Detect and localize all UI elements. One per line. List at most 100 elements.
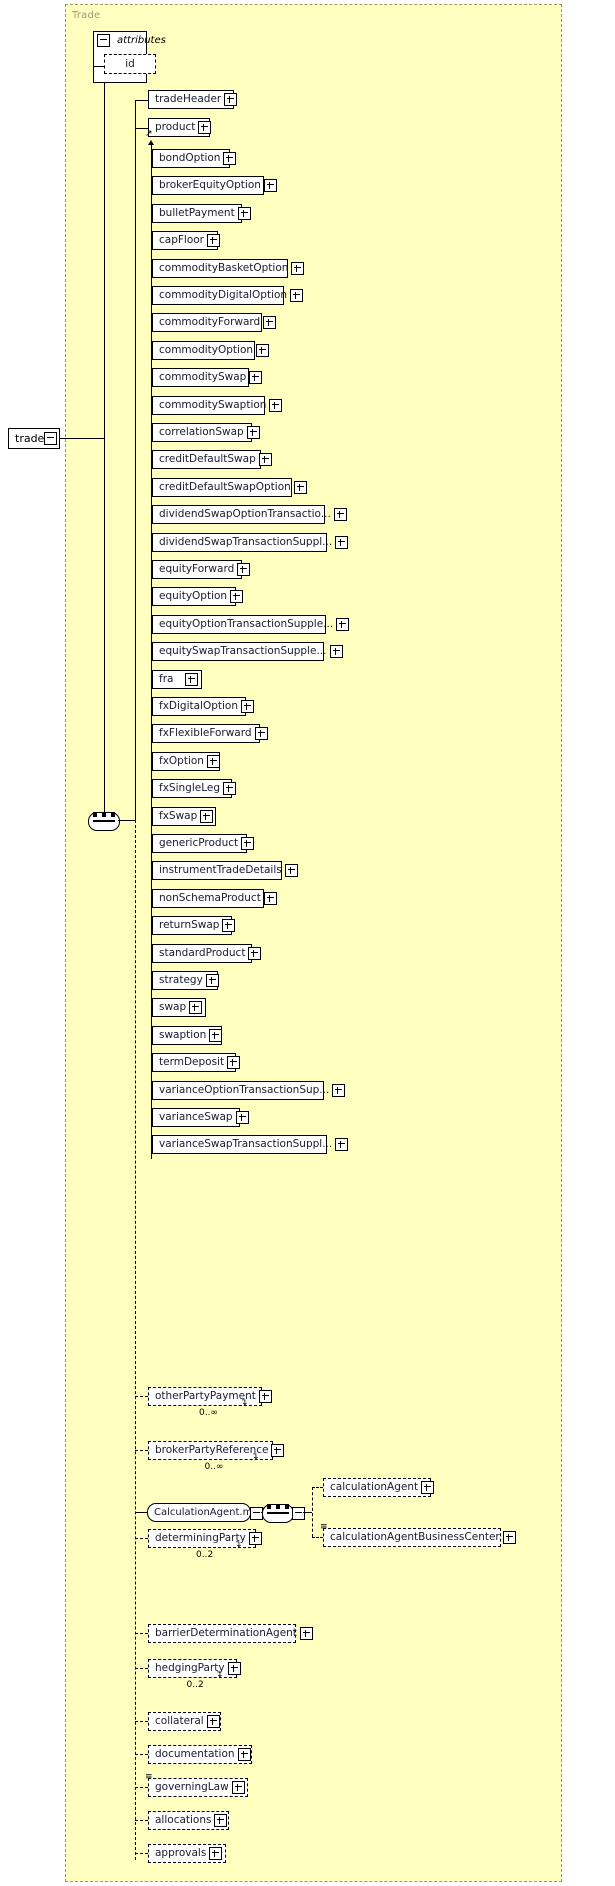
plus-icon[interactable] [206, 755, 220, 768]
plus-icon[interactable] [227, 1662, 241, 1675]
plus-icon[interactable] [205, 974, 219, 987]
element-varianceSwapTransactionSuppl[interactable]: varianceSwapTransactionSuppl... [152, 1135, 349, 1157]
plus-icon[interactable] [263, 316, 277, 329]
element-nonSchemaProduct[interactable]: nonSchemaProduct [152, 889, 277, 911]
plus-icon[interactable] [502, 1531, 516, 1544]
element-hedgingParty[interactable]: hedgingParty [148, 1659, 241, 1681]
model-group-calculationagent[interactable]: CalculationAgent.model [147, 1503, 274, 1525]
minus-icon[interactable] [44, 432, 58, 445]
plus-icon[interactable] [293, 481, 307, 494]
element-equityOptionTransactionSupple[interactable]: equityOptionTransactionSupple... [152, 615, 350, 637]
plus-icon[interactable] [189, 1001, 203, 1014]
plus-icon[interactable] [263, 892, 277, 905]
plus-icon[interactable] [235, 1111, 249, 1124]
element-strategy[interactable]: strategy [152, 971, 220, 993]
attribute-id-box[interactable]: id [104, 54, 158, 77]
plus-icon[interactable] [237, 1748, 251, 1761]
plus-icon[interactable] [335, 536, 349, 549]
element-varianceSwap[interactable]: varianceSwap [152, 1108, 249, 1130]
element-commodityForward[interactable]: commodityForward [152, 313, 277, 335]
plus-icon[interactable] [209, 1029, 223, 1042]
plus-icon[interactable] [206, 1715, 220, 1728]
plus-icon[interactable] [335, 1138, 349, 1151]
plus-icon[interactable] [291, 262, 305, 275]
element-fxDigitalOption[interactable]: fxDigitalOption [152, 697, 255, 719]
element-termDeposit[interactable]: termDeposit [152, 1053, 241, 1075]
element-documentation[interactable]: documentation [148, 1745, 254, 1767]
element-calculationAgentBusinessCenter[interactable]: calculationAgentBusinessCenter [323, 1528, 516, 1550]
element-governingLaw[interactable]: governingLaw [148, 1778, 250, 1800]
plus-icon[interactable] [248, 947, 262, 960]
element-tradeHeader[interactable]: tradeHeader [148, 90, 238, 112]
plus-icon[interactable] [246, 426, 260, 439]
plus-icon[interactable] [198, 121, 212, 134]
element-commodityOption[interactable]: commodityOption [152, 341, 270, 363]
plus-icon[interactable] [333, 508, 347, 521]
element-determiningParty[interactable]: determiningParty [148, 1529, 262, 1551]
plus-icon[interactable] [209, 1847, 223, 1860]
plus-icon[interactable] [336, 618, 350, 631]
plus-icon[interactable] [207, 234, 220, 247]
plus-icon[interactable] [222, 782, 236, 795]
element-standardProduct[interactable]: standardProduct [152, 944, 262, 966]
plus-icon[interactable] [258, 453, 272, 466]
plus-icon[interactable] [263, 179, 277, 192]
plus-icon[interactable] [241, 837, 255, 850]
plus-icon[interactable] [249, 371, 263, 384]
element-correlationSwap[interactable]: correlationSwap [152, 423, 260, 445]
element-fxSingleLeg[interactable]: fxSingleLeg [152, 779, 236, 801]
plus-icon[interactable] [223, 152, 237, 165]
plus-icon[interactable] [200, 810, 214, 823]
plus-icon[interactable] [284, 864, 298, 877]
element-commoditySwaption[interactable]: commoditySwaption [152, 396, 283, 418]
element-allocations[interactable]: allocations [148, 1811, 231, 1833]
element-swaption[interactable]: swaption [152, 1026, 224, 1048]
element-brokerEquityOption[interactable]: brokerEquityOption [152, 176, 277, 198]
element-product[interactable]: product [148, 118, 212, 140]
element-collateral[interactable]: collateral [148, 1712, 223, 1734]
element-fxOption[interactable]: fxOption [152, 752, 222, 774]
element-varianceOptionTransactionSup[interactable]: varianceOptionTransactionSup... [152, 1081, 346, 1103]
plus-icon[interactable] [269, 399, 283, 412]
plus-icon[interactable] [230, 590, 244, 603]
plus-icon[interactable] [222, 919, 236, 932]
plus-icon[interactable] [271, 1444, 285, 1457]
plus-icon[interactable] [299, 1627, 313, 1640]
minus-icon[interactable] [292, 1507, 305, 1520]
element-returnSwap[interactable]: returnSwap [152, 916, 236, 938]
plus-icon[interactable] [241, 700, 255, 713]
element-approvals[interactable]: approvals [148, 1844, 228, 1866]
plus-icon[interactable] [421, 1481, 435, 1494]
element-equityForward[interactable]: equityForward [152, 560, 251, 582]
plus-icon[interactable] [237, 563, 251, 576]
sequence-icon[interactable] [88, 811, 120, 831]
plus-icon[interactable] [231, 1781, 245, 1794]
plus-icon[interactable] [258, 1390, 272, 1403]
plus-icon[interactable] [248, 1532, 262, 1545]
element-commodityBasketOption[interactable]: commodityBasketOption [152, 259, 305, 281]
plus-icon[interactable] [329, 645, 343, 658]
element-instrumentTradeDetails[interactable]: instrumentTradeDetails [152, 861, 298, 883]
element-commodityDigitalOption[interactable]: commodityDigitalOption [152, 286, 304, 308]
element-creditDefaultSwap[interactable]: creditDefaultSwap [152, 450, 272, 472]
element-barrierDeterminationAgent[interactable]: barrierDeterminationAgent [148, 1624, 313, 1646]
plus-icon[interactable] [214, 1814, 228, 1827]
element-calculationAgent[interactable]: calculationAgent [323, 1478, 435, 1500]
element-bulletPayment[interactable]: bulletPayment [152, 204, 251, 226]
attributes-header[interactable]: attributes [94, 32, 166, 49]
plus-icon[interactable] [256, 344, 270, 357]
element-fxFlexibleForward[interactable]: fxFlexibleForward [152, 724, 268, 746]
sequence-icon[interactable] [262, 1503, 294, 1523]
root-element-trade[interactable]: trade [8, 428, 62, 452]
plus-icon[interactable] [290, 289, 304, 302]
minus-icon[interactable] [97, 34, 110, 47]
element-fra[interactable]: fra [152, 670, 204, 692]
plus-icon[interactable] [227, 1056, 241, 1069]
element-bondOption[interactable]: bondOption [152, 149, 237, 171]
element-fxSwap[interactable]: fxSwap [152, 807, 218, 829]
element-creditDefaultSwapOption[interactable]: creditDefaultSwapOption [152, 478, 307, 500]
element-equitySwapTransactionSupple[interactable]: equitySwapTransactionSupple... [152, 642, 343, 664]
plus-icon[interactable] [332, 1084, 346, 1097]
element-capFloor[interactable]: capFloor [152, 231, 220, 253]
plus-icon[interactable] [224, 93, 238, 106]
